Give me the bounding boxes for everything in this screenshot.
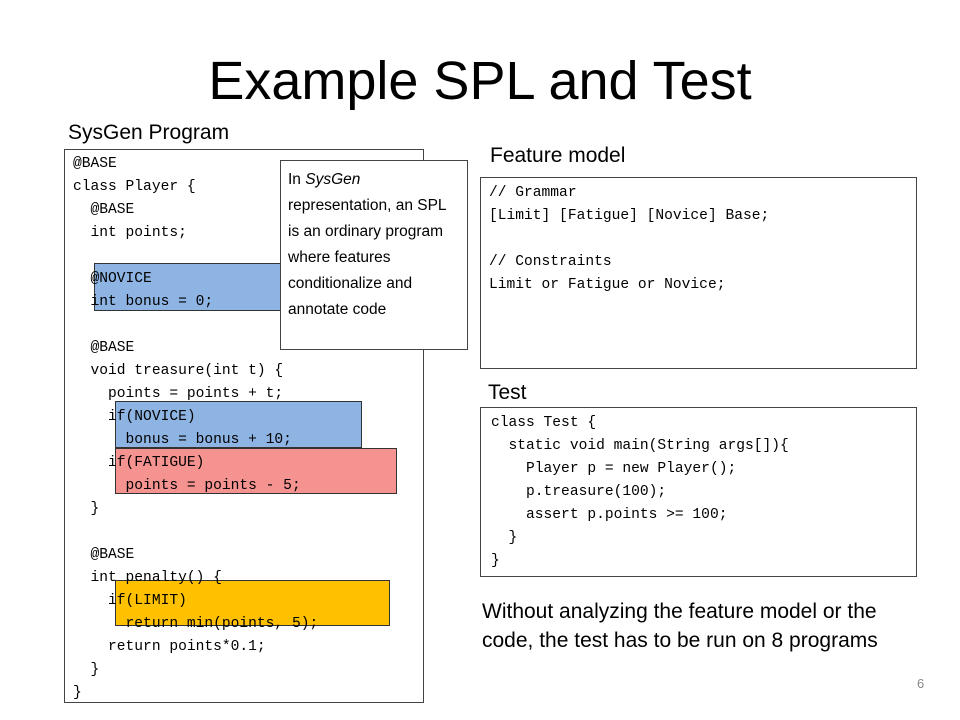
callout-text-post: representation, an SPL is an ordinary pr…	[288, 197, 446, 318]
test-code-box: class Test { static void main(String arg…	[480, 407, 917, 577]
code-line: Player p = new Player();	[491, 461, 737, 477]
code-line: void treasure(int t) {	[73, 363, 284, 379]
code-line: class Player {	[73, 179, 196, 195]
code-line: int bonus = 0;	[73, 294, 214, 310]
callout-text-pre: In	[288, 171, 306, 188]
code-line: int penalty() {	[73, 570, 222, 586]
code-line: points = points - 5;	[73, 478, 301, 494]
code-line: class Test {	[491, 415, 597, 431]
code-line: }	[491, 553, 500, 569]
feature-model-label: Feature model	[490, 144, 626, 167]
code-line: @BASE	[73, 202, 135, 218]
test-label: Test	[488, 381, 527, 404]
slide-title: Example SPL and Test	[208, 51, 752, 111]
page-number: 6	[917, 676, 925, 691]
code-line: @BASE	[73, 156, 117, 172]
code-line: assert p.points >= 100;	[491, 507, 728, 523]
code-line: if(NOVICE)	[73, 409, 196, 425]
novice-highlight	[115, 401, 362, 448]
code-line: points = points + t;	[73, 386, 284, 402]
code-line: if(LIMIT)	[73, 593, 187, 609]
fatigue-highlight	[115, 448, 397, 494]
code-line: if(FATIGUE)	[73, 455, 205, 471]
code-line: [Limit] [Fatigue] [Novice] Base;	[489, 208, 770, 224]
code-line: }	[73, 685, 82, 701]
code-line: }	[491, 530, 518, 546]
code-line: bonus = bonus + 10;	[73, 432, 292, 448]
code-line: // Constraints	[489, 254, 612, 270]
limit-highlight	[115, 580, 390, 626]
callout-text-em: SysGen	[305, 171, 361, 188]
code-line: @BASE	[73, 547, 135, 563]
code-line: static void main(String args[]){	[491, 438, 789, 454]
code-line: Limit or Fatigue or Novice;	[489, 277, 726, 293]
summary-text: Without analyzing the feature model or t…	[482, 600, 878, 652]
code-line: return points*0.1;	[73, 639, 266, 655]
novice-highlight	[94, 263, 296, 311]
code-line: @NOVICE	[73, 271, 152, 287]
code-line: }	[73, 662, 100, 678]
code-line: p.treasure(100);	[491, 484, 667, 500]
sysgen-callout: In SysGen representation, an SPL is an o…	[280, 160, 468, 350]
sysgen-program-label: SysGen Program	[68, 121, 230, 144]
code-line: return min(points, 5);	[73, 616, 319, 632]
code-line: // Grammar	[489, 185, 577, 201]
code-line: @BASE	[73, 340, 135, 356]
feature-model-box: // Grammar [Limit] [Fatigue] [Novice] Bas…	[480, 177, 917, 369]
code-line: }	[73, 501, 100, 517]
code-line: int points;	[73, 225, 187, 241]
